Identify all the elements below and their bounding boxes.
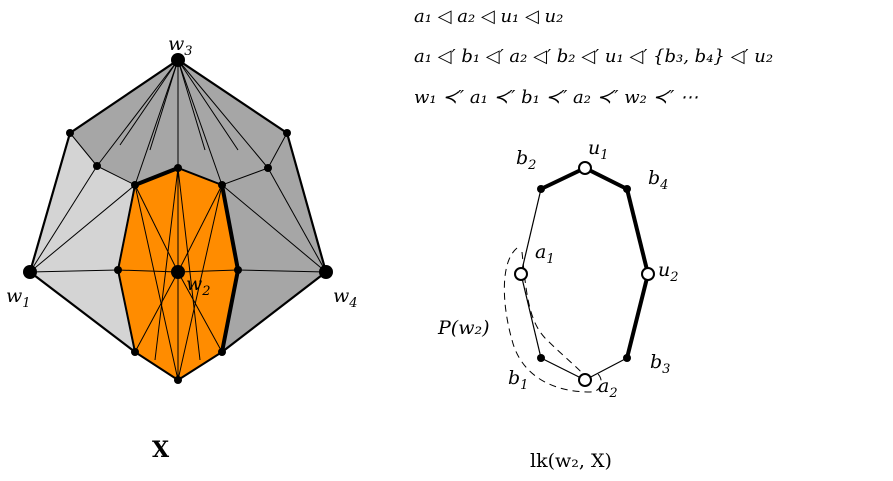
link-vertex-a2 bbox=[578, 373, 592, 387]
label-b2: b2 bbox=[516, 147, 536, 173]
link-graph: b2 u1 b4 a1 u2 b1 a2 b3 P(w₂) lk(w₂, X) bbox=[437, 137, 679, 472]
link-vertex-b1 bbox=[537, 354, 545, 362]
link-vertex-b4 bbox=[623, 185, 631, 193]
label-b3: b3 bbox=[650, 351, 670, 377]
caption-link: lk(w₂, X) bbox=[530, 450, 612, 472]
vertex-w2 bbox=[171, 265, 185, 279]
link-vertex-u2 bbox=[641, 267, 655, 281]
label-w1: w1 bbox=[6, 285, 31, 311]
label-w3: w3 bbox=[168, 33, 193, 59]
link-vertex-b3 bbox=[623, 354, 631, 362]
link-vertex-a1 bbox=[514, 267, 528, 281]
label-w4: w4 bbox=[333, 285, 358, 311]
complex-vertices bbox=[23, 53, 333, 384]
right-dark-region bbox=[222, 133, 326, 352]
complex-x: w3 w1 w4 w2 X bbox=[6, 33, 358, 463]
relation-line-3: w₁ ≺″ a₁ ≺″ b₁ ≺″ a₂ ≺″ w₂ ≺″ ⋯ bbox=[414, 87, 698, 108]
dashed-path-inner bbox=[521, 251, 584, 375]
link-edge-a2-b3 bbox=[584, 357, 628, 381]
vertex-w3 bbox=[171, 53, 185, 67]
label-b4: b4 bbox=[648, 167, 668, 193]
link-thin-edges bbox=[520, 188, 586, 381]
link-vertex-u1 bbox=[578, 161, 592, 175]
link-vertex-b2 bbox=[537, 185, 545, 193]
relation-line-2: a₁ ◁′ b₁ ◁′ a₂ ◁′ b₂ ◁′ u₁ ◁′ {b₃, b₄} ◁… bbox=[414, 46, 773, 67]
label-u2: u2 bbox=[658, 259, 679, 285]
label-p-w2: P(w₂) bbox=[437, 317, 490, 339]
left-light-region bbox=[30, 133, 135, 352]
label-a1: a1 bbox=[535, 241, 555, 267]
label-b1: b1 bbox=[508, 367, 528, 393]
relations: a₁ ◁ a₂ ◁ u₁ ◁ u₂ a₁ ◁′ b₁ ◁′ a₂ ◁′ b₂ ◁… bbox=[414, 6, 773, 108]
label-a2: a2 bbox=[598, 375, 618, 401]
label-u1: u1 bbox=[588, 137, 609, 163]
vertex-w4 bbox=[319, 265, 333, 279]
label-w2: w2 bbox=[186, 273, 211, 299]
link-thick-edges bbox=[540, 166, 650, 359]
caption-x: X bbox=[152, 437, 170, 463]
relation-line-1: a₁ ◁ a₂ ◁ u₁ ◁ u₂ bbox=[414, 6, 563, 27]
dashed-path-outer bbox=[503, 247, 602, 393]
vertex-w1 bbox=[23, 265, 37, 279]
